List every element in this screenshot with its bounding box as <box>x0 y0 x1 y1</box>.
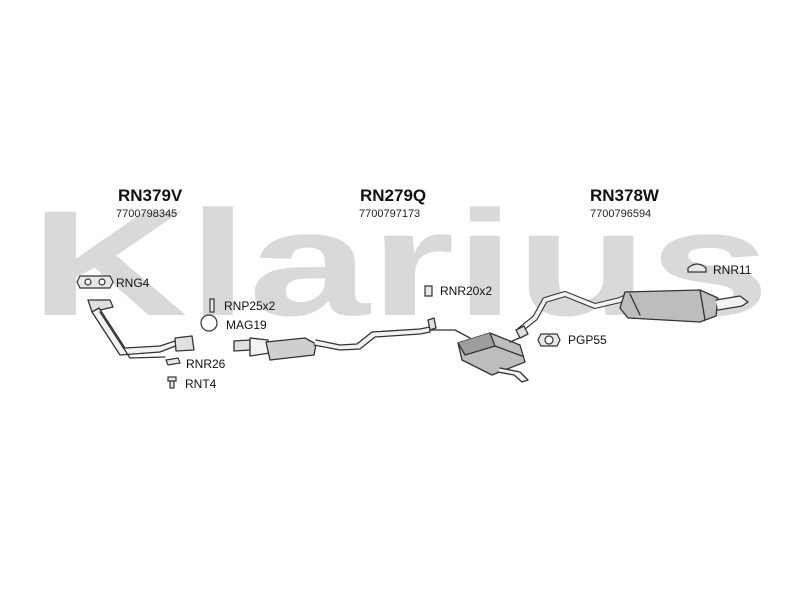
clamp-ring-icon <box>200 314 218 332</box>
part-label-rnp25: RNP25x2 <box>224 299 276 313</box>
section-code-rear: RN378W <box>590 186 659 205</box>
bolt-icon <box>167 376 177 389</box>
front-downpipe <box>87 299 195 359</box>
part-label-rnt4: RNT4 <box>185 377 217 391</box>
part-label-rnr26: RNR26 <box>186 357 226 371</box>
rubber-mount-icon <box>165 357 181 366</box>
section-code-middle: RN279Q <box>360 186 427 205</box>
part-label-rnr20: RNR20x2 <box>440 284 493 298</box>
hanger-rubber-icon <box>687 263 707 273</box>
part-label-pgp55: PGP55 <box>568 333 607 347</box>
mounting-rubber-icon <box>424 285 433 297</box>
rear-section-pipe <box>515 289 749 339</box>
section-part-number-rear: 7700796594 <box>590 208 652 220</box>
centre-silencer <box>457 332 529 383</box>
gasket-icon <box>76 275 114 289</box>
part-label-mag19: MAG19 <box>226 318 267 332</box>
section-code-front: RN379V <box>118 186 183 205</box>
gasket-ring-icon <box>537 333 561 347</box>
section-part-number-middle: 7700797173 <box>359 208 421 220</box>
section-part-number-front: 7700798345 <box>116 208 178 220</box>
middle-section-pipe <box>233 317 471 361</box>
part-label-rnr11: RNR11 <box>713 263 752 277</box>
part-label-rng4: RNG4 <box>116 276 150 290</box>
clip-icon <box>209 298 215 313</box>
